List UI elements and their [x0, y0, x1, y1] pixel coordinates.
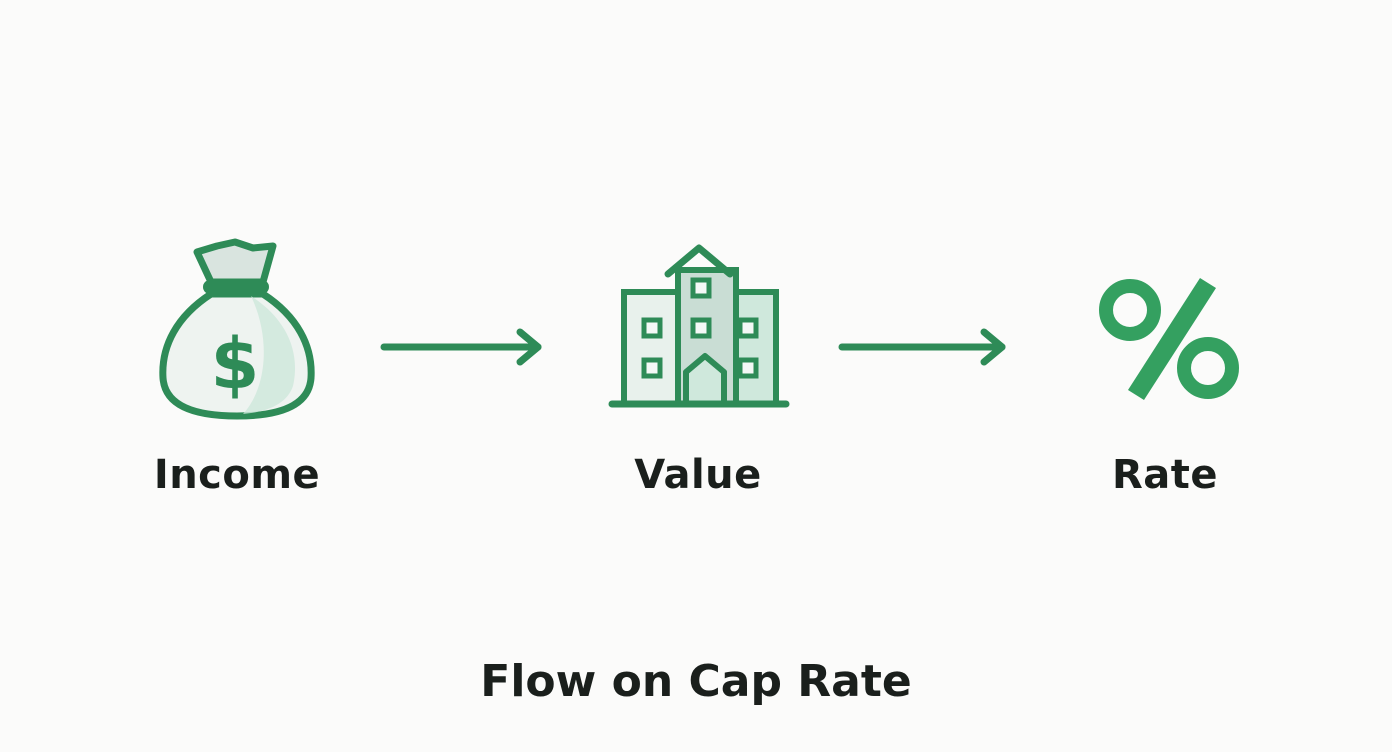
- svg-text:$: $: [211, 323, 260, 405]
- arrow-right-icon: [838, 328, 1006, 366]
- node-label-income: Income: [153, 452, 321, 498]
- diagram-title: Flow on Cap Rate: [480, 656, 912, 707]
- building-icon: [608, 244, 790, 408]
- percent-icon: [1099, 278, 1239, 400]
- node-label-rate: Rate: [1111, 452, 1219, 498]
- money-bag-icon: $: [159, 238, 315, 420]
- arrow-right-icon: [380, 328, 542, 366]
- node-label-value: Value: [634, 452, 762, 498]
